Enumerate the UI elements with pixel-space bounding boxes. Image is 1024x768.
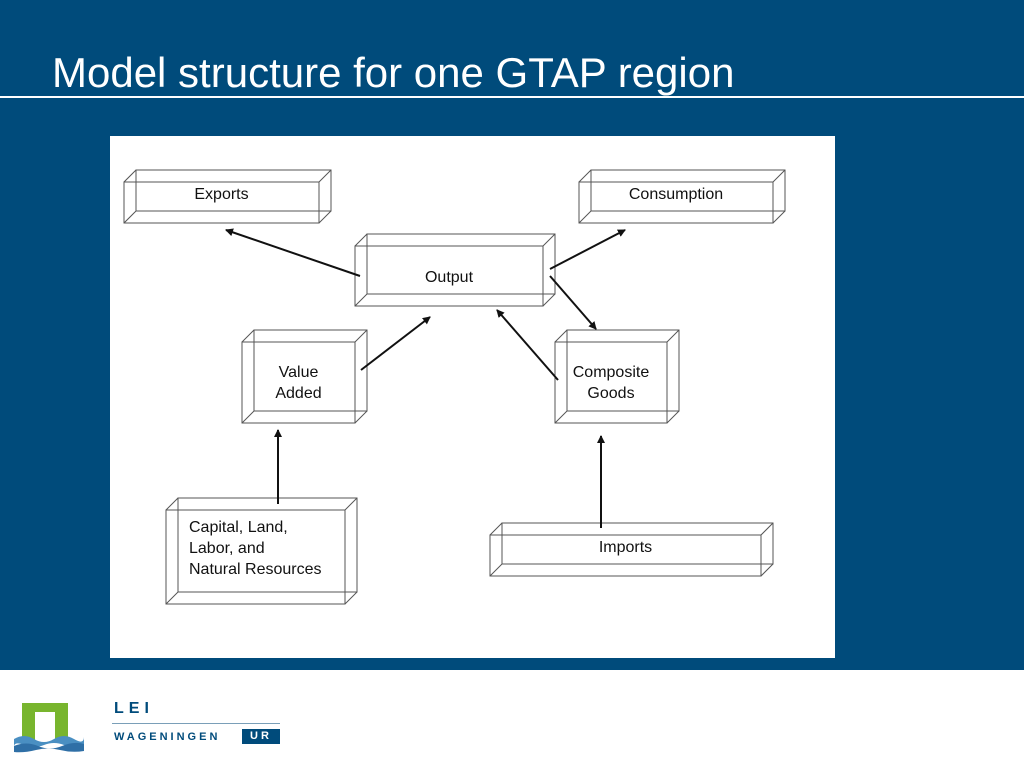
node-factors-line-2: Labor, and bbox=[189, 540, 265, 557]
logo-divider bbox=[112, 723, 280, 724]
footer: LEI WAGENINGEN UR bbox=[0, 670, 1024, 768]
arrow-output-to-exports bbox=[225, 228, 361, 277]
diagram-graphics bbox=[123, 169, 786, 605]
logo-lei-text: LEI bbox=[114, 700, 154, 717]
node-consumption-label: Consumption bbox=[628, 186, 724, 203]
logo-wageningen-text: WAGENINGEN bbox=[114, 731, 221, 743]
arrow-composite-to-output bbox=[496, 309, 559, 381]
node-value-added-line-1: Value bbox=[278, 364, 319, 381]
slide-title: Model structure for one GTAP region bbox=[52, 49, 735, 96]
arrow-value-added-to-output bbox=[360, 316, 431, 371]
logo-ur-badge: UR bbox=[242, 729, 280, 744]
node-exports-label: Exports bbox=[194, 186, 249, 203]
node-composite-goods-line-1: Composite bbox=[572, 364, 650, 381]
node-output-label: Output bbox=[424, 269, 474, 286]
node-factors-label: Capital, Land, Labor, and Natural Resour… bbox=[189, 517, 349, 580]
box-imports bbox=[489, 522, 774, 577]
diagram-panel: Exports Consumption Output Value Added C… bbox=[110, 136, 835, 658]
box-factors bbox=[165, 497, 358, 605]
arrow-output-to-composite bbox=[549, 275, 597, 330]
node-composite-goods-label: Composite Goods bbox=[555, 362, 667, 404]
box-output bbox=[354, 233, 556, 307]
wageningen-logo-icon bbox=[14, 703, 84, 753]
node-composite-goods-line-2: Goods bbox=[587, 385, 635, 402]
node-factors-line-3: Natural Resources bbox=[189, 561, 322, 578]
node-value-added-label: Value Added bbox=[242, 362, 355, 404]
arrow-output-to-consumption bbox=[549, 229, 626, 270]
title-divider bbox=[0, 96, 1024, 98]
box-exports bbox=[123, 169, 332, 224]
box-consumption bbox=[578, 169, 786, 224]
box-value-added bbox=[241, 329, 368, 424]
node-factors-line-1: Capital, Land, bbox=[189, 519, 288, 536]
node-imports-label: Imports bbox=[598, 539, 653, 556]
node-value-added-line-2: Added bbox=[275, 385, 322, 402]
box-composite-goods bbox=[554, 329, 680, 424]
